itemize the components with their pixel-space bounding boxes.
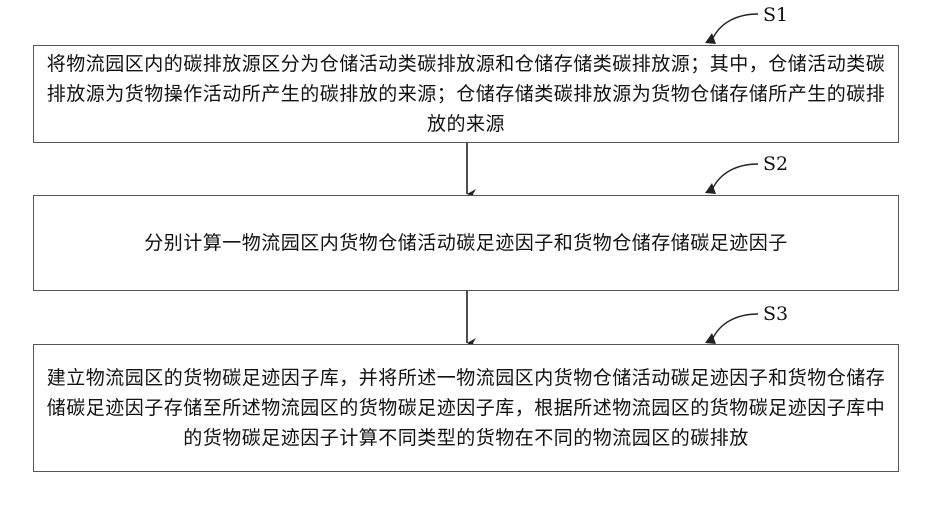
step-label-s3: S3 xyxy=(763,303,788,325)
leader-s1 xyxy=(712,14,758,40)
step-box-s2: 分别计算一物流园区内货物仓储活动碳足迹因子和货物仓储存储碳足迹因子 xyxy=(33,195,899,291)
step-box-s3: 建立物流园区的货物碳足迹因子库，并将所述一物流园区内货物仓储活动碳足迹因子和货物… xyxy=(33,344,899,472)
step-label-s2: S2 xyxy=(763,153,788,175)
step-text-s3: 建立物流园区的货物碳足迹因子库，并将所述一物流园区内货物仓储活动碳足迹因子和货物… xyxy=(40,363,892,453)
leader-s3 xyxy=(712,314,758,340)
step-text-s1: 将物流园区内的碳排放源区分为仓储活动类碳排放源和仓储存储类碳排放源；其中，仓储活… xyxy=(42,49,890,139)
step-text-s2: 分别计算一物流园区内货物仓储活动碳足迹因子和货物仓储存储碳足迹因子 xyxy=(144,228,788,258)
leader-s2 xyxy=(712,164,758,190)
step-box-s1: 将物流园区内的碳排放源区分为仓储活动类碳排放源和仓储存储类碳排放源；其中，仓储活… xyxy=(33,45,899,143)
step-label-s1: S1 xyxy=(763,4,788,26)
